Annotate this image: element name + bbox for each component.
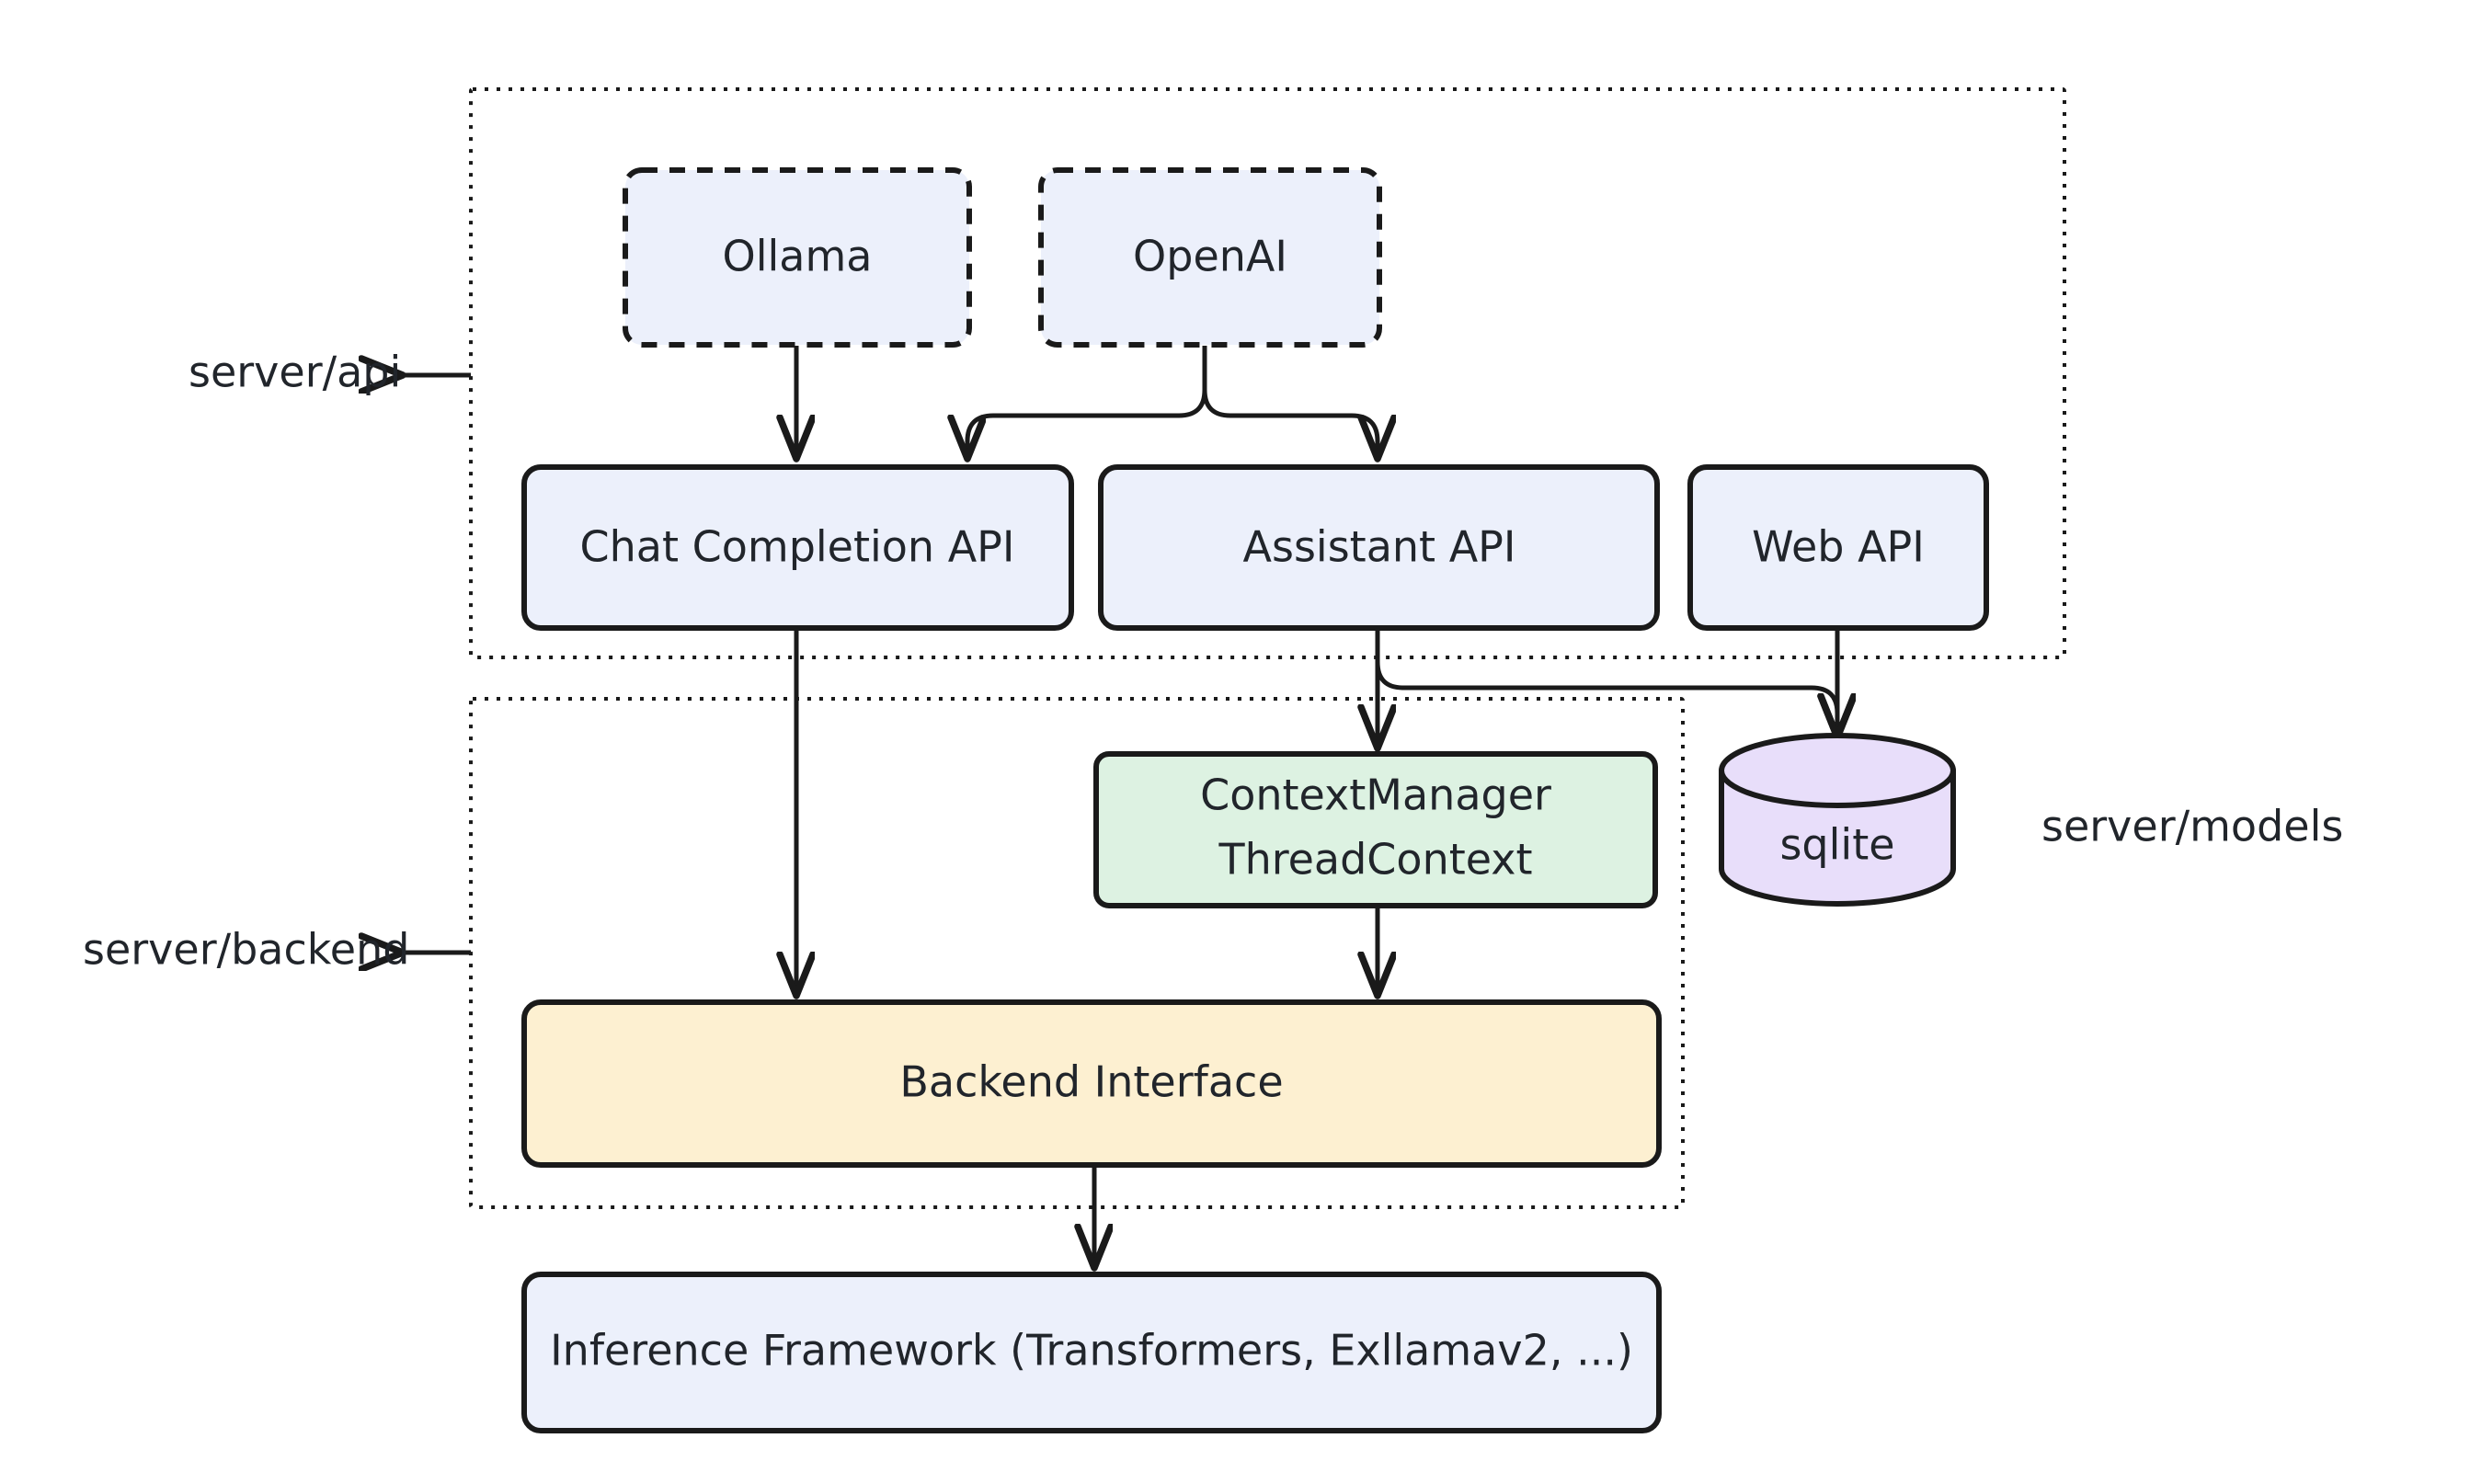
node-backend-interface-label: Backend Interface xyxy=(899,1057,1283,1107)
node-chat-completion-api-shape xyxy=(521,464,1074,631)
node-ollama-shape xyxy=(623,167,972,348)
node-inference-framework-label: Inference Framework (Transformers, Exlla… xyxy=(550,1326,1633,1376)
node-sqlite[interactable]: sqlite xyxy=(1719,733,1956,907)
node-web-api-label: Web API xyxy=(1752,522,1925,572)
node-ollama[interactable]: Ollama xyxy=(623,167,972,348)
node-sqlite-top-ellipse xyxy=(1719,733,1956,808)
node-assistant-api-shape xyxy=(1098,464,1660,631)
node-assistant-api-label: Assistant API xyxy=(1243,522,1516,572)
edge-openai-to-chat-completion-api xyxy=(967,346,1207,457)
node-context-manager-label-line1: ContextManager xyxy=(1200,771,1551,820)
group-label-api: server/api xyxy=(189,348,401,397)
edge-assistant-api-to-sqlite xyxy=(1375,661,1837,736)
node-chat-completion-api[interactable]: Chat Completion API xyxy=(521,464,1074,631)
node-inference-framework[interactable]: Inference Framework (Transformers, Exlla… xyxy=(521,1272,1662,1433)
node-sqlite-body xyxy=(1719,768,1956,907)
node-openai-label: OpenAI xyxy=(1133,232,1287,281)
node-backend-interface-shape xyxy=(521,999,1662,1168)
node-openai-shape xyxy=(1038,167,1382,348)
node-backend-interface[interactable]: Backend Interface xyxy=(521,999,1662,1168)
node-inference-framework-shape xyxy=(521,1272,1662,1433)
node-web-api[interactable]: Web API xyxy=(1687,464,1989,631)
node-ollama-label: Ollama xyxy=(723,232,873,281)
node-context-manager-label-line2: ThreadContext xyxy=(1218,835,1532,885)
group-label-backend: server/backend xyxy=(83,925,409,975)
group-container-api xyxy=(469,87,2066,659)
node-context-manager-shape xyxy=(1093,751,1658,908)
node-chat-completion-api-label: Chat Completion API xyxy=(580,522,1015,572)
node-web-api-shape xyxy=(1687,464,1989,631)
edge-openai-to-assistant-api xyxy=(1202,346,1378,457)
node-context-manager[interactable]: ContextManager ThreadContext xyxy=(1093,751,1658,908)
node-assistant-api[interactable]: Assistant API xyxy=(1098,464,1660,631)
node-sqlite-label: sqlite xyxy=(1779,820,1894,870)
node-openai[interactable]: OpenAI xyxy=(1038,167,1382,348)
group-label-models: server/models xyxy=(2041,802,2343,851)
